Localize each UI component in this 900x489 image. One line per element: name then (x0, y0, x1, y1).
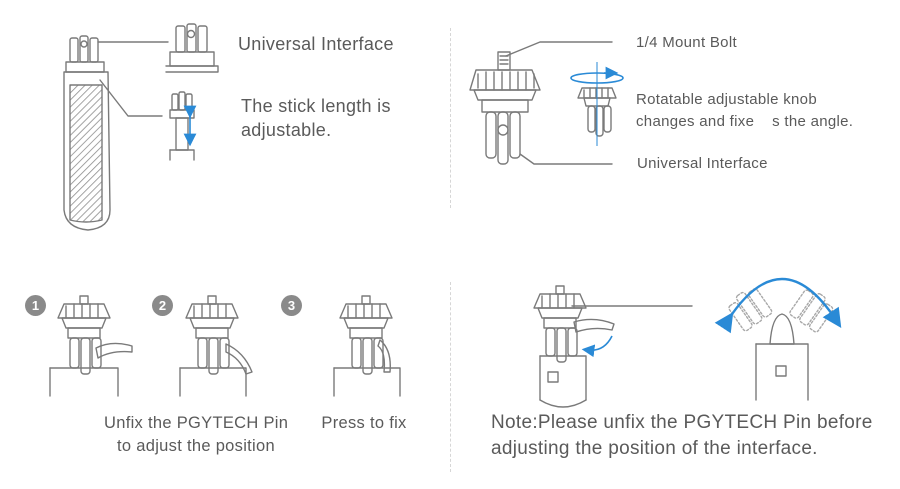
stick-length-line2: adjustable. (241, 120, 332, 140)
knob-line1: Rotatable adjustable knob (636, 91, 817, 108)
step-1-badge: 1 (25, 295, 46, 316)
note-right-illustration (728, 288, 834, 401)
callout-bolt-line (505, 41, 613, 57)
blue-arrows (183, 62, 842, 358)
divider-bottom (450, 282, 451, 472)
unfix-line2: to adjust the position (117, 437, 275, 455)
universal-interface-label: Universal Interface (238, 34, 394, 54)
press-to-fix-label: Press to fix (321, 414, 407, 432)
note-line1: Note:Please unfix the PGYTECH Pin before (491, 412, 873, 433)
step-2-badge: 2 (152, 295, 173, 316)
interface-detail (165, 23, 219, 73)
rotatable-knob (577, 87, 617, 137)
stick-length-line1: The stick length is (241, 96, 391, 116)
step-2-illustration (179, 295, 253, 397)
swing-arc-arrow-icon (714, 278, 842, 334)
callout-stick-line (99, 79, 163, 117)
step-3-badge: 3 (281, 295, 302, 316)
divider-top (450, 28, 451, 208)
pin-rotate-arrow-icon (581, 335, 613, 358)
mount-bolt-adapter (469, 51, 541, 165)
callout-interface2-line (519, 153, 613, 165)
step-3-illustration (333, 295, 401, 397)
universal-interface-label-right: Universal Interface (637, 155, 768, 172)
handle-grip (63, 35, 111, 231)
mount-bolt-label: 1/4 Mount Bolt (636, 34, 737, 51)
step-1-illustration (49, 295, 133, 397)
note-left-illustration (533, 285, 615, 408)
knob-line2: changes and fixe s the angle. (636, 113, 854, 130)
note-line2: adjusting the position of the interface. (491, 438, 818, 459)
unfix-line1: Unfix the PGYTECH Pin (104, 414, 289, 432)
